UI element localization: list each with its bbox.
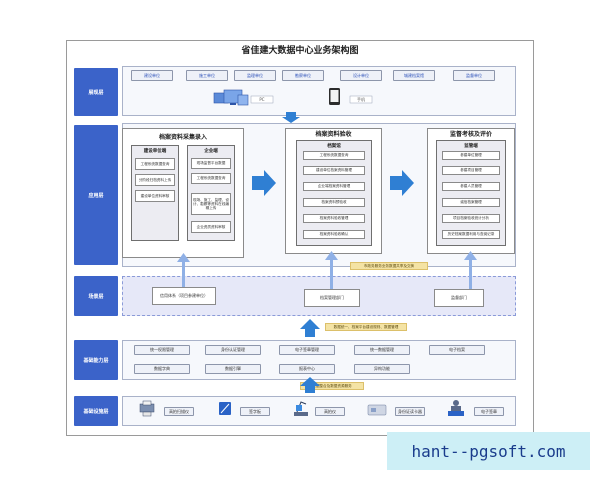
up-arrow-infra: [300, 377, 320, 393]
receive-item: 企业端档案资料管理: [303, 182, 365, 191]
supervise-panel-title: 监督考核及评价: [449, 131, 492, 138]
receive-panel-title: 档案资料验收: [315, 131, 352, 138]
mobile-label-box: [349, 95, 373, 104]
mobile-label: 手机: [357, 96, 365, 102]
group-enterprise-end-title: 企业端: [204, 149, 218, 154]
supervise-item: 参建单位管理: [442, 151, 500, 160]
platform-archive-dept: 档案管理部门: [304, 289, 360, 307]
collect-item: 建设单位资料审核: [135, 190, 175, 202]
layer-label-foundation: 基础能力层: [74, 340, 118, 380]
receive-item: 建设单位档案资料管理: [303, 166, 365, 175]
collect-item: 现场、施工、监理、设计、勘察等资料在线编辑上传: [191, 193, 231, 215]
foundation-item: 数据字典: [134, 364, 190, 374]
layer-label-platform: 场景层: [74, 276, 118, 316]
infra-item: 签字板: [240, 407, 270, 416]
up-arrow-foundation: [300, 319, 320, 337]
supervise-item: 参建项目管理: [442, 166, 500, 175]
scanner-icon: [139, 400, 155, 417]
connector-credit: [182, 260, 185, 287]
unit-archive: 城建档案馆: [393, 70, 435, 81]
unit-supervisor: 监理单位: [234, 70, 276, 81]
mobile-icon: [329, 88, 340, 105]
receive-item: 档案资料预验收: [303, 198, 365, 207]
seal-icon: [448, 400, 464, 416]
connector-monitor-head: [464, 251, 477, 260]
platform-note-top: 市政务服务业务数据共享及交换: [350, 262, 428, 270]
unit-design: 设计单位: [340, 70, 382, 81]
collect-item: 现场监督平台数据: [191, 158, 231, 169]
collect-item: 企业资质资料审核: [191, 221, 231, 233]
diagram-title: 省佳建大数据中心业务架构图: [241, 46, 359, 56]
camera-scanner-icon: [294, 401, 308, 416]
right-arrow-receive-supervise: [390, 170, 414, 196]
signature-pad-icon: [219, 402, 231, 415]
platform-credit-system: 信用体系（项目参建单位）: [152, 287, 216, 305]
foundation-item: 统一数据管理: [354, 345, 410, 355]
foundation-item: 报表中心: [279, 364, 335, 374]
foundation-item: 异构功能: [354, 364, 410, 374]
receive-item: 档案资料验收确认: [303, 230, 365, 239]
unit-builder: 施工单位: [186, 70, 228, 81]
unit-monitor: 监督单位: [453, 70, 495, 81]
connector-archive: [330, 258, 333, 289]
pc-icon: [213, 89, 249, 106]
supervise-item: 参建人员管理: [442, 182, 500, 191]
foundation-item: 统一权限管理: [134, 345, 190, 355]
connector-credit-head: [177, 253, 190, 262]
supervise-item: 诚信档案管理: [442, 198, 500, 207]
foundation-item: 电子档案: [429, 345, 485, 355]
collect-item: 工程系统数据查询: [191, 173, 231, 184]
supervise-item: 历史档案数据利用与查阅记录: [442, 230, 500, 239]
id-card-reader-icon: [367, 404, 387, 416]
collect-panel-title: 档案资料采集录入: [158, 134, 207, 141]
watermark: hant--pgsoft.com: [387, 432, 590, 470]
infra-item: 电子签章: [474, 407, 504, 416]
pc-label: PC: [259, 97, 265, 102]
foundation-item: 电子签章管理: [279, 345, 335, 355]
layer-label-app: 应用层: [74, 125, 118, 265]
connector-monitor: [469, 258, 472, 289]
receive-item: 档案资料验收管理: [303, 214, 365, 223]
foundation-item: 数据引擎: [205, 364, 261, 374]
layer-label-display: 展现层: [74, 68, 118, 116]
group-regulator-title: 监管端: [464, 144, 478, 149]
group-construction-end-title: 建设单位端: [143, 149, 167, 154]
unit-survey: 勘察单位: [282, 70, 324, 81]
right-arrow-collect-receive: [252, 170, 276, 196]
infra-item: 高拍扫描仪: [164, 407, 194, 416]
connector-archive-head: [325, 251, 338, 260]
unit-construction: 建设单位: [131, 70, 173, 81]
receive-item: 工程系统数据查询: [303, 151, 365, 160]
pc-label-box: [250, 95, 274, 104]
group-archive-title: 档案馆: [327, 144, 341, 149]
supervise-item: 项目档案验收统计分析: [442, 214, 500, 223]
collect-item: 分阶段归档资料上传: [135, 174, 175, 186]
down-arrow-display: [282, 112, 300, 123]
platform-monitor-dept: 监督部门: [434, 289, 484, 307]
infra-item: 身份证读卡器: [395, 407, 425, 416]
foundation-item: 身份认证管理: [205, 345, 261, 355]
platform-note-bottom: 数据统一、档案平台建设规则、数据管理: [325, 323, 407, 331]
infra-item: 高拍仪: [315, 407, 345, 416]
collect-item: 工程系统数据查询: [135, 158, 175, 170]
layer-label-infra: 基础设施层: [74, 396, 118, 426]
